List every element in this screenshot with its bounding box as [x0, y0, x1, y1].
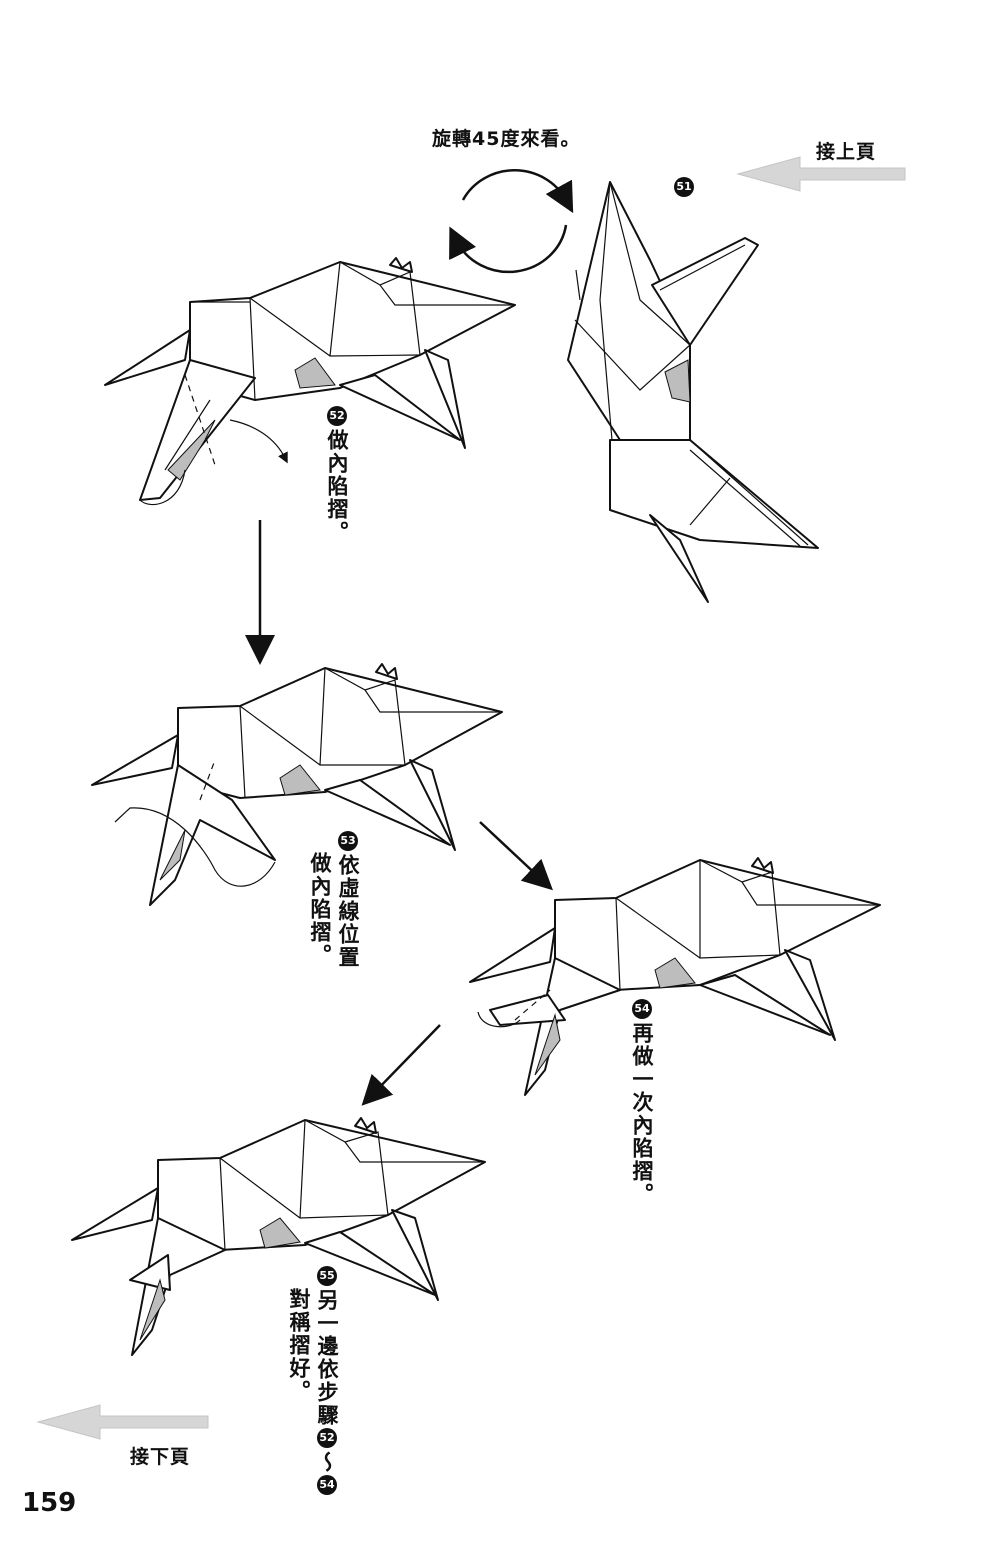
step-ref-to: 54	[317, 1475, 337, 1495]
rotate-arrows-icon	[449, 169, 574, 274]
step-number: 54	[632, 999, 652, 1019]
continue-next-arrow-icon	[36, 1404, 209, 1440]
step-52-caption: 52 做內陷摺。	[325, 405, 349, 544]
step-ref-sep: ～	[315, 1451, 339, 1474]
step-55-figure	[71, 1117, 486, 1356]
step-55-caption-line1: 55 另一邊依步驟52 ～54	[315, 1265, 339, 1498]
step-text: 另一邊依步驟	[315, 1289, 339, 1427]
step-text: 做內陷摺。	[325, 429, 349, 544]
step-number: 53	[338, 831, 358, 851]
step-55-caption-line2: 對稱摺好。	[287, 1288, 311, 1403]
step-number: 52	[327, 406, 347, 426]
diag-down-arrow-icon	[479, 821, 553, 891]
step-51-figure	[567, 181, 819, 603]
step-ref-from: 52	[317, 1428, 337, 1448]
step-53-caption-line2: 做內陷摺。	[308, 852, 332, 967]
step-54-figure	[469, 857, 881, 1096]
step-text: 依虛線位置	[336, 854, 360, 969]
continue-to-label: 接下頁	[130, 1446, 191, 1468]
page-number: 159	[22, 1488, 77, 1518]
step-53-figure	[91, 663, 503, 906]
step-54-caption: 54 再做一次內陷摺。	[630, 998, 654, 1206]
diag-down-left-arrow-icon	[361, 1024, 441, 1106]
step-number: 51	[674, 177, 694, 197]
rotate-note: 旋轉45度來看。	[432, 128, 581, 150]
step-51-badge: 51	[674, 175, 694, 200]
continue-prev-arrow-icon	[736, 156, 906, 192]
step-53-caption-line1: 53 依虛線位置	[336, 830, 360, 969]
step-52-figure	[104, 257, 516, 506]
continue-from-label: 接上頁	[816, 141, 877, 163]
step-number: 55	[317, 1266, 337, 1286]
step-text: 再做一次內陷摺。	[630, 1022, 654, 1206]
